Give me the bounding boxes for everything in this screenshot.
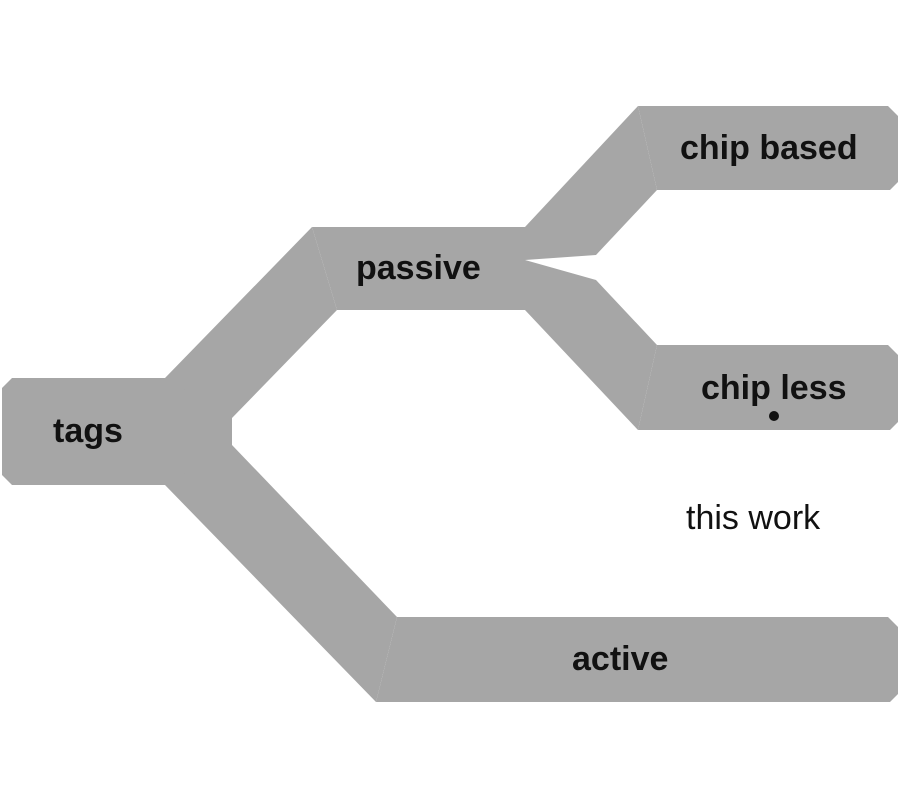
passive-node: [312, 227, 525, 310]
chipless-node: [638, 345, 898, 430]
passive-chipbased-connector: [525, 106, 657, 260]
this-work-marker: [769, 411, 779, 421]
chipless-label: chip less: [701, 369, 847, 407]
tags-label: tags: [53, 412, 123, 450]
tags-passive-connector: [165, 227, 337, 418]
chipbased-node: [638, 106, 898, 190]
this-work-annotation: this work: [686, 499, 821, 537]
passive-chipless-connector: [525, 260, 657, 430]
passive-label: passive: [356, 249, 481, 287]
chipbased-label: chip based: [680, 129, 858, 167]
tags-active-connector: [165, 445, 397, 702]
tags-node: [2, 378, 232, 485]
active-node: [376, 617, 898, 702]
active-label: active: [572, 640, 668, 678]
